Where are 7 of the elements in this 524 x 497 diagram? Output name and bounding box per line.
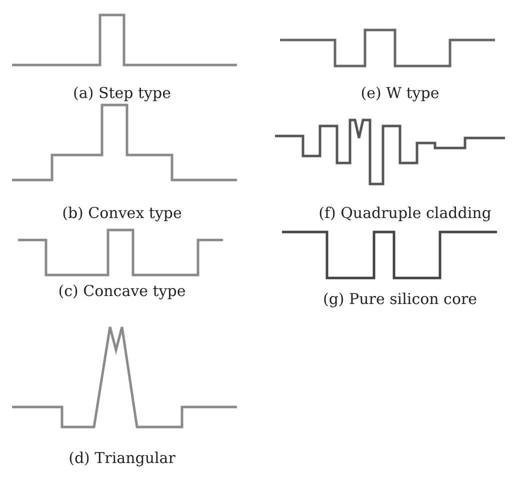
figure-caption: (b) Convex type	[62, 204, 182, 222]
figure-caption: (g) Pure silicon core	[322, 290, 478, 308]
figure-caption: (f) Quadruple cladding	[318, 204, 492, 222]
figure-caption: (d) Triangular	[68, 449, 176, 467]
figure-caption: (c) Concave type	[58, 282, 186, 300]
figure-caption: (e) W type	[360, 84, 440, 102]
figure-caption: (a) Step type	[73, 84, 171, 102]
